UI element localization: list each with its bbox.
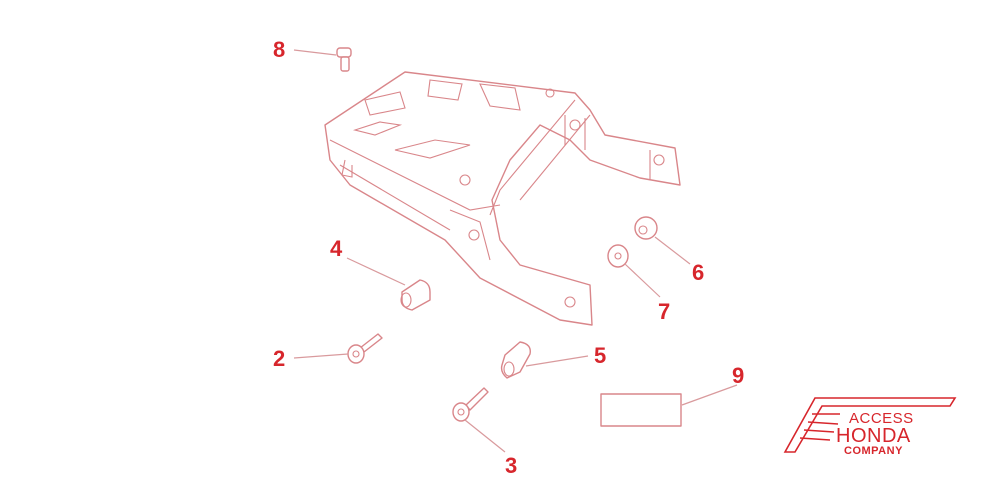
callout-3: 3 [505, 453, 518, 478]
collar-part-5 [500, 341, 531, 379]
washer-part-7 [607, 244, 629, 268]
rear-carrier-rack [324, 71, 681, 326]
callout-6: 6 [692, 260, 705, 285]
callout-7: 7 [658, 299, 671, 324]
callout-8: 8 [273, 37, 286, 62]
leader-line-9 [681, 384, 738, 406]
leader-line-8 [293, 49, 337, 56]
bolt-part-8 [336, 47, 352, 72]
leader-line-5 [525, 355, 589, 367]
logo-access: ACCESS [849, 410, 914, 427]
label-part-9 [600, 393, 682, 427]
access-honda-logo-mark [783, 397, 957, 453]
bolt-part-3 [452, 387, 489, 422]
bolt-part-2 [347, 333, 383, 364]
leader-line-3 [464, 419, 506, 453]
callout-5: 5 [594, 343, 607, 368]
callout-9: 9 [732, 363, 745, 388]
collar-part-4 [400, 279, 431, 311]
callout-4: 4 [330, 236, 343, 261]
logo-company: COMPANY [844, 445, 903, 457]
callout-2: 2 [273, 346, 286, 371]
leader-line-6 [654, 236, 691, 265]
leader-line-4 [346, 257, 406, 286]
leader-line-7 [624, 263, 661, 298]
logo-honda: HONDA [836, 425, 911, 447]
leader-line-2 [293, 353, 349, 359]
nut-part-6 [634, 216, 658, 240]
